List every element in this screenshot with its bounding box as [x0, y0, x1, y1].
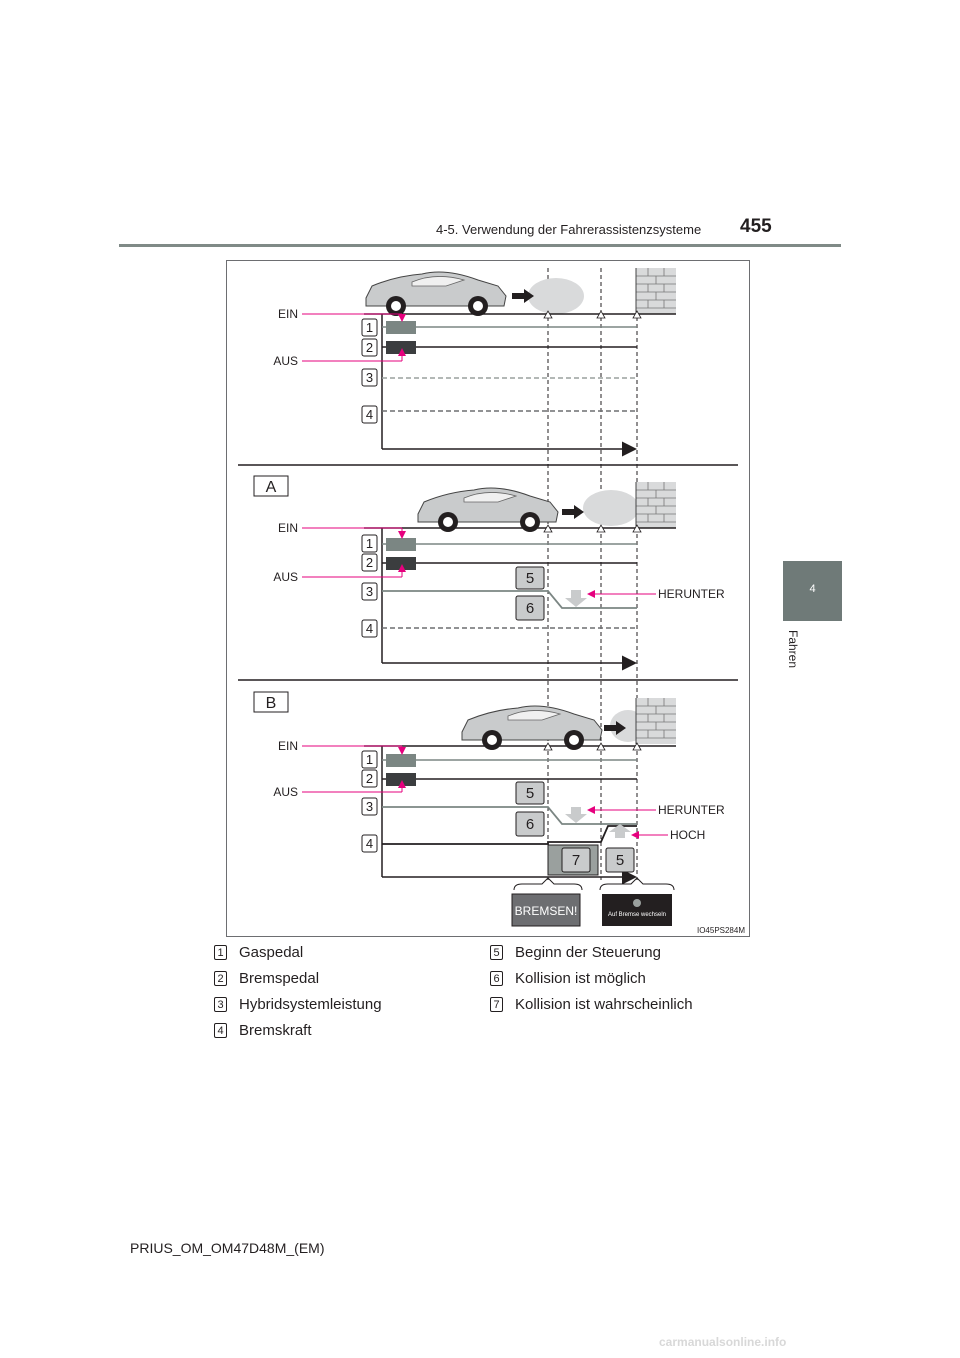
- label-aus-b: AUS: [273, 785, 298, 799]
- legend-text: Kollision ist möglich: [515, 969, 646, 987]
- display-switch: Auf Bremse wechseln: [608, 912, 666, 918]
- callout-2: 2: [366, 340, 373, 355]
- legend-text: Beginn der Steuerung: [515, 943, 661, 961]
- callout-b-1: 1: [366, 752, 373, 767]
- watermark: carmanualsonline.info: [659, 1335, 787, 1349]
- panel-normal: EIN AUS 1 2 3 4: [273, 267, 677, 457]
- callout-b-7: 7: [572, 852, 580, 869]
- legend-item-2: 2 Bremspedal: [214, 968, 319, 988]
- legend-item-7: 7 Kollision ist wahrscheinlich: [490, 994, 693, 1014]
- display-brake: BREMSEN!: [515, 904, 578, 918]
- chapter-label: Fahren: [786, 630, 800, 669]
- legend-num: 7: [490, 996, 503, 1012]
- label-ein: EIN: [278, 307, 298, 321]
- callout-a-3: 3: [366, 584, 373, 599]
- callout-b-5b: 5: [616, 852, 624, 869]
- label-herunter-a: HERUNTER: [658, 587, 725, 601]
- legend-text: Hybridsystemleistung: [239, 995, 382, 1013]
- chapter-number: 4: [809, 583, 816, 595]
- callout-b-3: 3: [366, 799, 373, 814]
- section-title: 4-5. Verwendung der Fahrerassistenzsyste…: [436, 222, 702, 237]
- label-aus-a: AUS: [273, 570, 298, 584]
- callout-4: 4: [366, 407, 373, 422]
- callout-b-5: 5: [526, 785, 534, 802]
- callout-b-6: 6: [526, 816, 534, 833]
- callout-a-6: 6: [526, 600, 534, 617]
- legend-num: 2: [214, 970, 227, 986]
- header-rule: [119, 244, 841, 247]
- panel-b: B EIN AUS HERUNTER HOCH 1 2: [253, 691, 745, 935]
- legend-num: 3: [214, 996, 227, 1012]
- page-number: 455: [740, 216, 772, 237]
- legend-item-5: 5 Beginn der Steuerung: [490, 942, 661, 962]
- label-hoch-b: HOCH: [670, 828, 705, 842]
- label-ein-a: EIN: [278, 521, 298, 535]
- legend-text: Bremspedal: [239, 969, 320, 987]
- callout-a-5: 5: [526, 570, 534, 587]
- legend-num: 1: [214, 944, 227, 960]
- figure-canvas: EIN AUS 1 2 3 4 A: [226, 260, 750, 937]
- timing-guides: [547, 268, 638, 880]
- legend-num: 4: [214, 1022, 227, 1038]
- label-aus: AUS: [273, 354, 298, 368]
- panel-a-label: A: [266, 479, 277, 496]
- label-ein-b: EIN: [278, 739, 298, 753]
- legend-num: 6: [490, 970, 503, 986]
- callout-a-1: 1: [366, 536, 373, 551]
- callout-1: 1: [366, 320, 373, 335]
- pcs-timing-figure: EIN AUS 1 2 3 4 A: [226, 260, 750, 937]
- callout-b-2: 2: [366, 771, 373, 786]
- legend-item-1: 1 Gaspedal: [214, 942, 303, 962]
- legend-text: Kollision ist wahrscheinlich: [515, 995, 693, 1013]
- legend-item-4: 4 Bremskraft: [214, 1020, 312, 1040]
- callout-a-4: 4: [366, 621, 373, 636]
- label-herunter-b: HERUNTER: [658, 803, 725, 817]
- callout-a-2: 2: [366, 555, 373, 570]
- callout-3: 3: [366, 370, 373, 385]
- figure-frame: [226, 260, 750, 937]
- panel-b-label: B: [266, 695, 277, 712]
- chapter-tab[interactable]: 4: [783, 561, 842, 621]
- document-code: PRIUS_OM_OM47D48M_(EM): [130, 1240, 325, 1256]
- legend-text: Bremskraft: [239, 1021, 312, 1039]
- panel-a: A EIN AUS HERUNTER 1 2 3 4: [253, 475, 725, 671]
- callout-b-4: 4: [366, 836, 373, 851]
- legend-item-6: 6 Kollision ist möglich: [490, 968, 646, 988]
- figure-id: IO45PS284M: [697, 926, 745, 935]
- legend-text: Gaspedal: [239, 943, 304, 961]
- legend-item-3: 3 Hybridsystemleistung: [214, 994, 382, 1014]
- legend-num: 5: [490, 944, 503, 960]
